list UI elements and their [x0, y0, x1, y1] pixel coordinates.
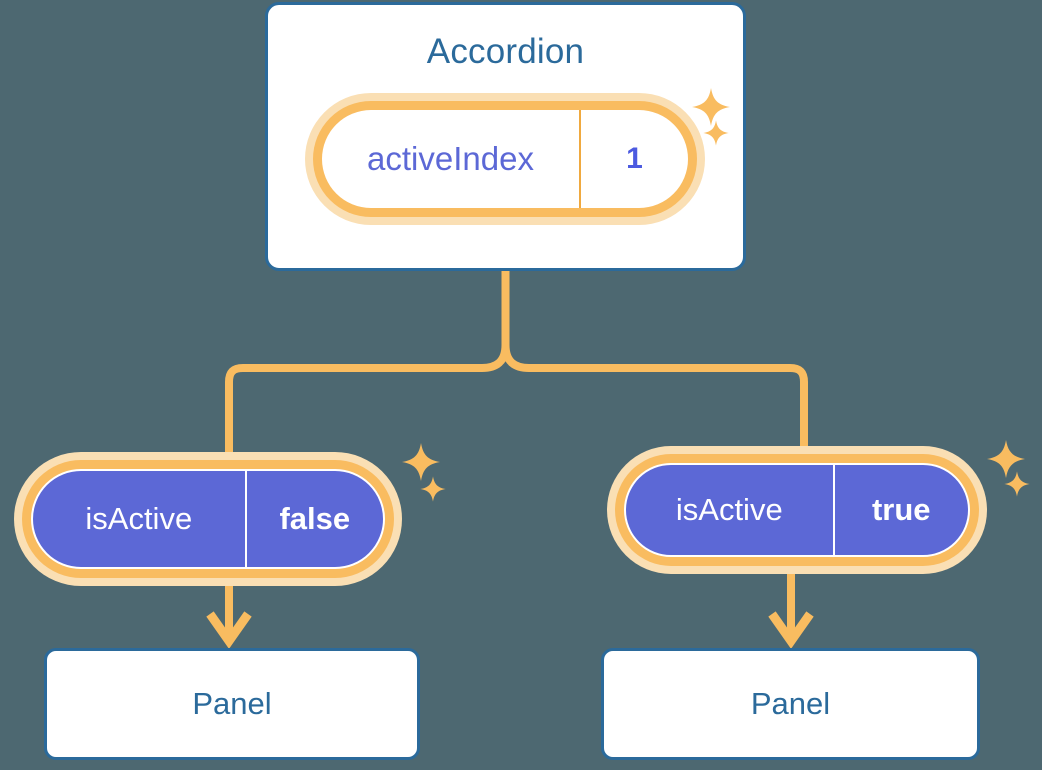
prop-key-isactive-0: isActive: [85, 501, 193, 536]
connector-branch-left: [225, 344, 510, 462]
sparkle-small-icon: [1004, 471, 1030, 497]
prop-key-isactive-1: isActive: [675, 492, 783, 527]
sparkle-large-icon: [402, 443, 440, 481]
prop-value-activeindex: 1: [579, 110, 688, 208]
prop-value-isactive-0: false: [244, 471, 383, 567]
prop-pill-child-1[interactable]: isActive true: [624, 463, 970, 557]
sparkle-small-icon: [420, 476, 446, 502]
connector-arrow-right-head: [768, 611, 814, 649]
panel-title-0: Panel: [192, 686, 272, 721]
prop-key-activeindex: activeIndex: [367, 140, 534, 177]
prop-value-isactive-1: true: [832, 465, 968, 555]
sparkle-large-icon: [987, 440, 1025, 478]
connector-branch-right: [501, 344, 808, 462]
prop-pill-root[interactable]: activeIndex 1: [322, 110, 688, 208]
page-title: Accordion: [426, 32, 585, 71]
component-card-panel-1[interactable]: Panel: [601, 648, 980, 760]
prop-pill-child-0[interactable]: isActive false: [31, 469, 385, 569]
panel-title-1: Panel: [750, 686, 831, 721]
connector-arrow-left-head: [206, 611, 252, 649]
component-card-panel-0[interactable]: Panel: [44, 648, 420, 760]
